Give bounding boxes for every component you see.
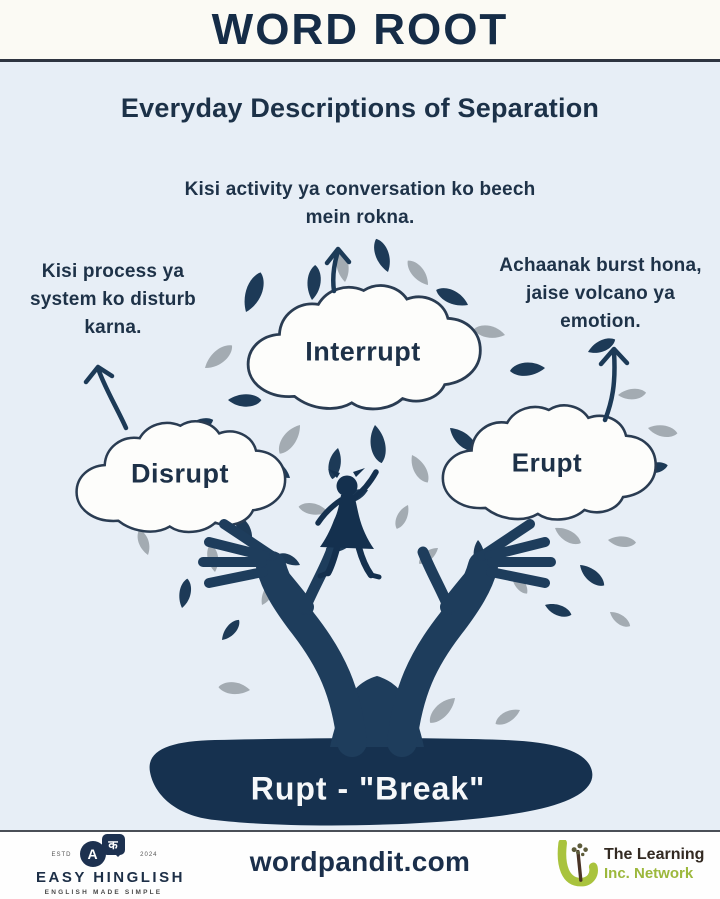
estd-label: ESTD	[51, 852, 72, 858]
annotation-erupt: Achaanak burst hona, jaise volcano ya em…	[499, 255, 702, 332]
easy-hinglish-name: EASY HINGLISH	[36, 869, 185, 886]
learning-network-logo: The Learning Inc. Network	[556, 840, 714, 888]
up-arrow-left	[96, 368, 129, 431]
estd-year: 2024	[140, 852, 158, 858]
annotation-disrupt: Kisi process ya system ko disturb karna.	[29, 261, 196, 338]
easy-hinglish-bubbles: ESTD A क 2024	[52, 834, 156, 868]
learning-network-line2: Inc. Network	[604, 865, 694, 882]
cloud-label-disrupt: Disrupt	[131, 458, 229, 489]
up-arrows	[83, 246, 630, 431]
child-silhouette	[315, 468, 382, 580]
root-label: Rupt - "Break"	[250, 770, 486, 807]
chat-bubble-ka-icon: क	[101, 834, 125, 857]
easy-hinglish-tagline: ENGLISH MADE SIMPLE	[44, 889, 163, 896]
footer: ESTD A क 2024 EASY HINGLISH ENGLISH MADE…	[0, 830, 720, 899]
learning-network-text: The Learning Inc. Network	[604, 845, 704, 883]
cloud-label-erupt: Erupt	[511, 447, 583, 478]
hands-trunk	[198, 519, 556, 757]
cloud-label-interrupt: Interrupt	[305, 336, 421, 367]
up-arrow-right	[602, 349, 617, 423]
learning-network-line1: The Learning	[604, 846, 705, 863]
subtitle: Everyday Descriptions of Separation	[120, 93, 600, 123]
learning-network-logo-icon	[557, 840, 598, 887]
root-mound	[149, 738, 593, 826]
header: WORD ROOT	[0, 0, 720, 62]
page-title: WORD ROOT	[211, 4, 509, 54]
up-arrow-center	[330, 248, 341, 294]
annotation-interrupt: Kisi activity ya conversation ko beech m…	[184, 179, 536, 228]
website-url: wordpandit.com	[249, 846, 471, 877]
easy-hinglish-logo: ESTD A क 2024 EASY HINGLISH ENGLISH MADE…	[36, 834, 185, 896]
chat-bubble-a-icon: A	[79, 841, 106, 867]
